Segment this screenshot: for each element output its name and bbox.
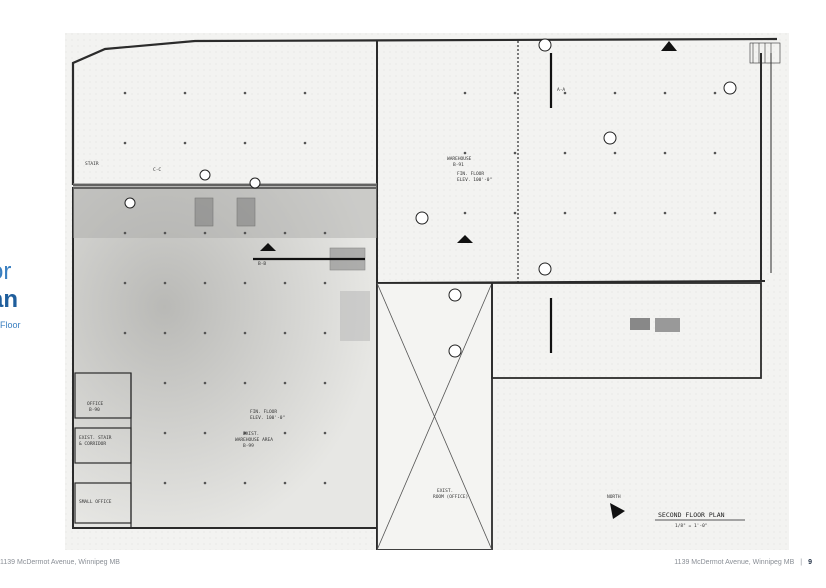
label-office: OFFICE: [87, 401, 104, 407]
label-exist-warehouse: WAREHOUSE AREA: [235, 437, 273, 443]
drawing-title: SECOND FLOOR PLAN: [658, 511, 725, 519]
label-fin-floor-right-elev: ELEV. 100'-0": [457, 177, 492, 183]
label-exist-stair: EXIST. STAIR: [79, 435, 112, 441]
label-warehouse: WAREHOUSE: [447, 156, 472, 162]
label-exist-warehouse-sub: B-99: [243, 443, 254, 449]
loading-area: [376, 282, 493, 550]
column-grid: [123, 91, 717, 485]
footer-right: 1139 McDermot Avenue, Winnipeg MB | 9: [674, 559, 812, 566]
floor-plan-drawing: WAREHOUSE B-91 FIN. FLOOR ELEV. 100'-0" …: [65, 33, 789, 550]
section-markers: [124, 38, 737, 358]
page-subtitle: Floor: [0, 320, 21, 330]
footer-address-left: 1139 McDermot Avenue, Winnipeg MB: [0, 559, 120, 566]
label-office-sub: B-90: [89, 407, 100, 413]
label-small-office: SMALL OFFICE: [79, 499, 112, 505]
right-lower-room: [491, 282, 762, 379]
footer-address-right: 1139 McDermot Avenue, Winnipeg MB: [674, 559, 795, 566]
label-stair: STAIR: [85, 161, 99, 167]
label-fin-floor-left: FIN. FLOOR: [250, 409, 277, 415]
label-section-b: B-B: [258, 261, 266, 267]
detail-blob: [630, 318, 650, 330]
label-exist-room: EXIST.: [437, 488, 453, 494]
label-exist-room-office: ROOM (OFFICE): [433, 494, 468, 500]
footer-separator: |: [800, 559, 803, 566]
label-fin-floor-right: FIN. FLOOR: [457, 171, 484, 177]
office-rooms: [74, 372, 132, 528]
label-section-a: A-A: [557, 87, 565, 93]
shaded-warehouse-area: [73, 188, 377, 528]
label-north: NORTH: [607, 494, 621, 500]
label-section-c: C-C: [153, 167, 161, 173]
label-warehouse-sub: B-91: [453, 162, 464, 168]
label-exist-stair-2: & CORRIDOR: [79, 441, 106, 447]
label-exist: EXIST.: [243, 431, 259, 437]
drawing-scale: 1/8" = 1'-0": [675, 523, 708, 529]
page-title-line-2: an: [0, 286, 19, 313]
floor-plan-svg: WAREHOUSE B-91 FIN. FLOOR ELEV. 100'-0" …: [65, 33, 789, 550]
label-fin-floor-left-elev: ELEV. 100'-0": [250, 415, 285, 421]
page-title-line-1: or: [0, 258, 12, 285]
section-arrows: [260, 41, 677, 519]
page-number: 9: [808, 559, 812, 566]
